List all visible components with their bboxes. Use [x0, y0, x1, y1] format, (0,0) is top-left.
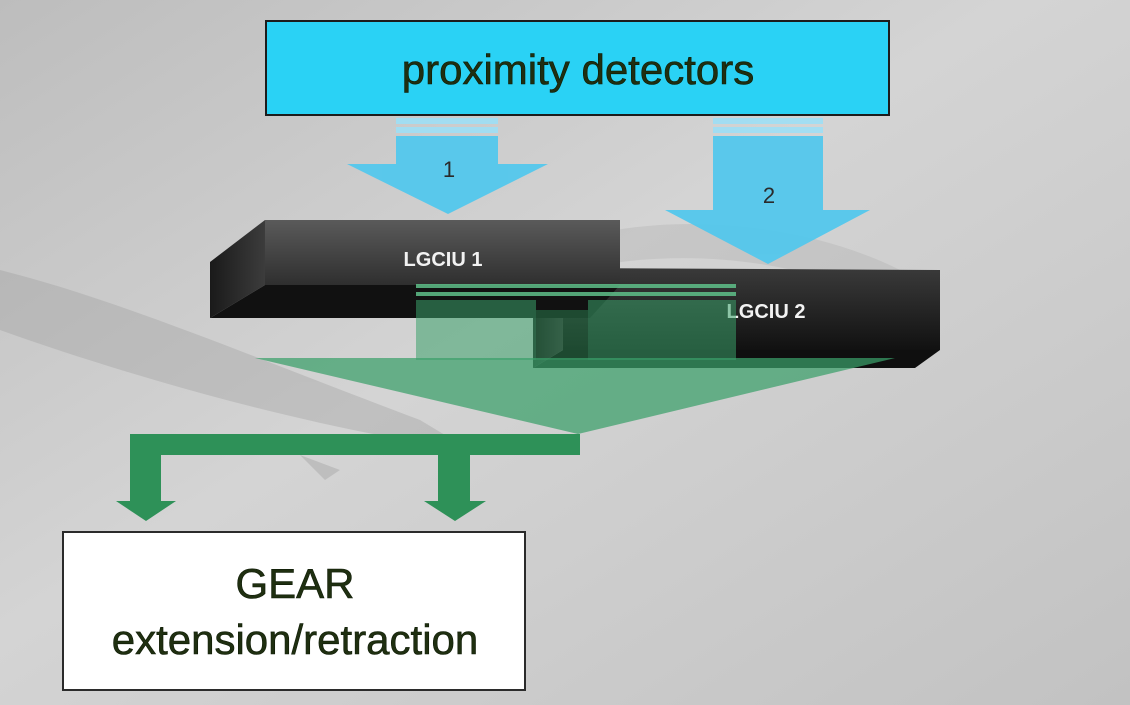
- gear-box: [62, 531, 526, 691]
- arrow-1: [347, 118, 548, 214]
- arrow-1-label: 1: [443, 157, 455, 182]
- lgciu-2-label: LGCIU 2: [727, 301, 806, 323]
- arrow-2-label: 2: [763, 183, 775, 208]
- gear-feed-arrows: [116, 434, 580, 521]
- arrow-2: [665, 118, 870, 264]
- proximity-detectors-label: proximity detectors: [402, 46, 754, 93]
- proximity-detectors-box: [265, 20, 890, 116]
- gear-box-line-1: GEAR: [235, 560, 354, 607]
- gear-box-line-2: extension/retraction: [112, 616, 479, 663]
- lgciu-1-label: LGCIU 1: [404, 249, 483, 271]
- green-output-flow: [255, 284, 895, 434]
